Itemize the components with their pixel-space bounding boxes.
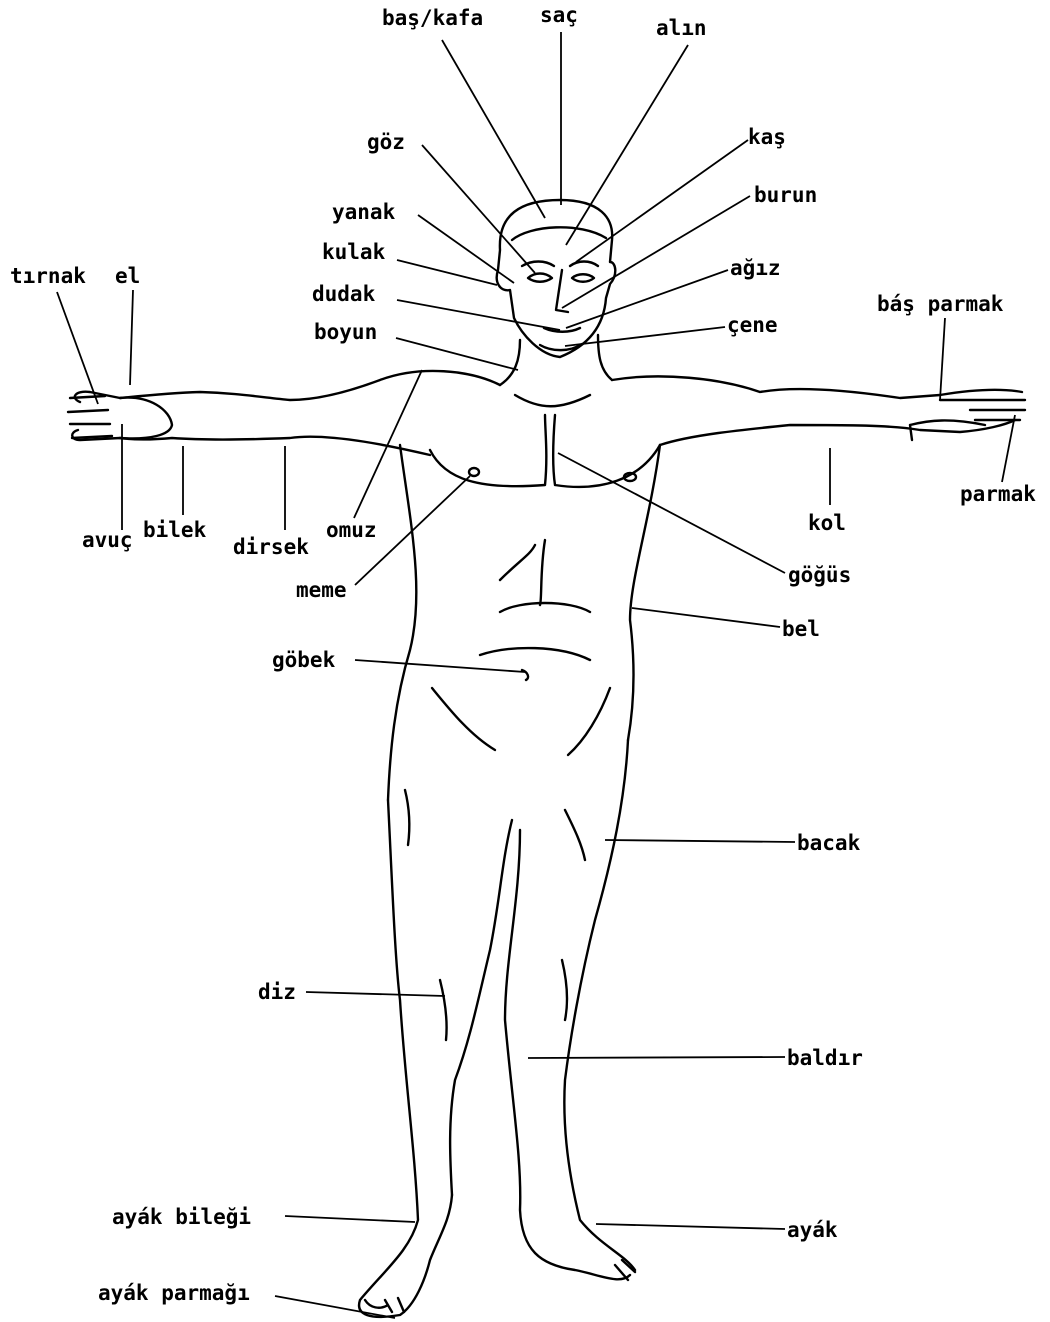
leader-alin xyxy=(566,45,688,245)
abs-line-3 xyxy=(480,648,590,660)
label-ayak-parmagi: ayák parmağı xyxy=(98,1283,250,1304)
leader-ayak-bilegi xyxy=(285,1216,415,1222)
left-hand-fingers xyxy=(68,396,172,438)
right-arm-top xyxy=(612,376,1022,398)
leader-tirnak xyxy=(57,292,98,404)
pectoral-right xyxy=(553,415,660,487)
thigh-line-right xyxy=(565,810,585,860)
leader-dudak xyxy=(397,300,560,330)
label-dudak: dudak xyxy=(312,284,375,305)
leader-gogus xyxy=(558,453,785,573)
abs-line-2 xyxy=(500,603,590,612)
label-burun: burun xyxy=(754,185,817,206)
abs-center xyxy=(540,540,545,605)
label-alin: alın xyxy=(656,18,707,39)
nipple-left xyxy=(469,468,479,476)
leader-lines xyxy=(57,32,1015,1318)
label-ayak-bilegi: ayák bileği xyxy=(112,1207,251,1228)
eye-right xyxy=(572,274,594,282)
leader-gobek xyxy=(355,660,525,672)
leader-kas xyxy=(576,140,748,262)
torso-right xyxy=(628,445,660,740)
right-arm-bottom xyxy=(660,420,1015,445)
human-body-outline xyxy=(68,200,1025,1317)
label-parmak: parmak xyxy=(960,484,1036,505)
leader-baldir xyxy=(528,1057,785,1058)
label-bas-kafa: baş/kafa xyxy=(382,8,483,29)
leader-bas-kafa xyxy=(442,40,545,218)
left-leg-inner xyxy=(450,820,512,1195)
leader-omuz xyxy=(354,370,422,518)
label-kol: kol xyxy=(808,513,846,534)
label-bacak: bacak xyxy=(797,833,860,854)
label-ayak: ayák xyxy=(787,1220,838,1241)
leader-ayak xyxy=(596,1224,785,1229)
thigh-line-left xyxy=(405,790,409,845)
label-dirsek: dirsek xyxy=(233,537,309,558)
label-sac: saç xyxy=(540,5,578,26)
eye-left xyxy=(528,274,552,282)
head-outline xyxy=(497,200,616,357)
leader-bel xyxy=(632,608,780,627)
label-kas: kaş xyxy=(748,127,786,148)
torso-left xyxy=(388,445,416,800)
label-gobek: göbek xyxy=(272,650,335,671)
groin-left xyxy=(432,688,495,750)
neck-left xyxy=(500,340,520,385)
label-tirnak: tırnak xyxy=(10,266,86,287)
left-leg-outer xyxy=(359,800,452,1317)
right-leg-outer xyxy=(564,740,635,1270)
right-hand-fingers xyxy=(910,400,1025,440)
clavicle xyxy=(515,395,590,406)
leader-kulak xyxy=(397,260,497,285)
label-gogus: göğüs xyxy=(788,565,851,586)
label-diz: diz xyxy=(258,982,296,1003)
label-boyun: boyun xyxy=(314,322,377,343)
label-kulak: kulak xyxy=(322,242,385,263)
label-agiz: ağız xyxy=(730,258,781,279)
toes-right xyxy=(615,1260,635,1280)
leader-agiz xyxy=(566,270,728,328)
label-el: el xyxy=(115,266,140,287)
left-knee xyxy=(440,980,447,1040)
leader-boyun xyxy=(396,338,518,370)
label-cene: çene xyxy=(727,315,778,336)
abs-line-1 xyxy=(500,545,535,580)
toes-left xyxy=(365,1298,404,1312)
pectoral-left xyxy=(430,415,546,486)
leader-bas-parmak xyxy=(940,318,945,400)
label-avuc: avuç xyxy=(82,530,133,551)
right-knee xyxy=(562,960,567,1020)
hairline xyxy=(512,227,606,240)
leader-diz xyxy=(306,992,445,996)
leader-el xyxy=(130,290,133,385)
label-yanak: yanak xyxy=(332,202,395,223)
label-bas-parmak: báş parmak xyxy=(877,294,1003,315)
groin-right xyxy=(568,688,610,755)
label-baldir: baldır xyxy=(787,1048,863,1069)
label-meme: meme xyxy=(296,580,347,601)
label-bel: bel xyxy=(782,619,820,640)
left-arm-bottom xyxy=(72,430,430,455)
label-goz: göz xyxy=(367,132,405,153)
label-bilek: bilek xyxy=(143,520,206,541)
brow-right xyxy=(570,262,598,267)
label-omuz: omuz xyxy=(326,520,377,541)
leader-bacak xyxy=(605,840,795,842)
